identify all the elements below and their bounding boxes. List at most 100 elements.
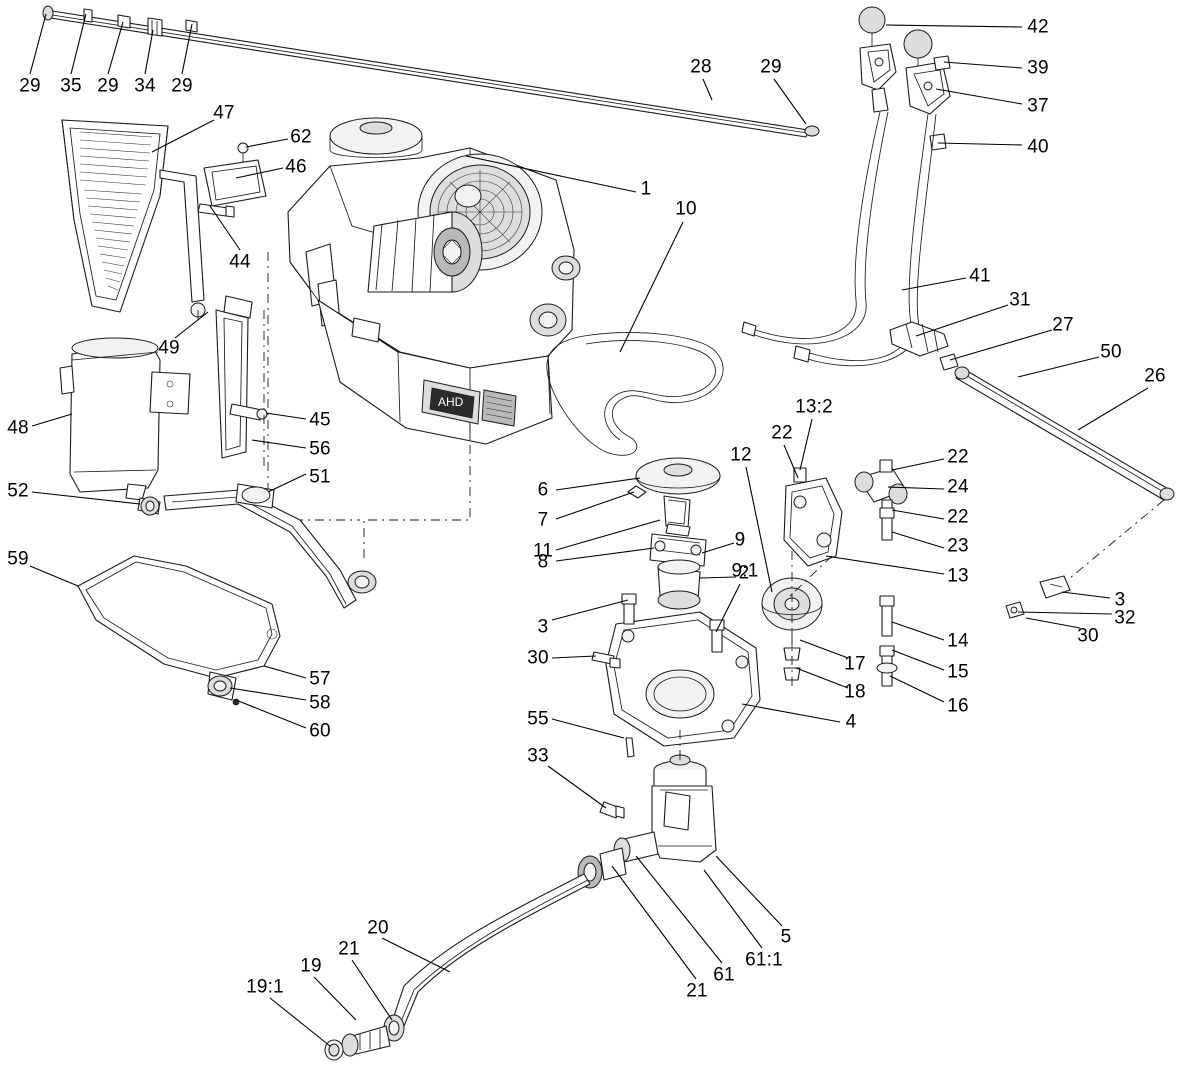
leader-line [551, 655, 597, 659]
leader-line [799, 418, 813, 471]
callout-number: 11 [532, 540, 554, 562]
callout-number: 32 [1114, 607, 1136, 629]
leader-line [465, 155, 637, 193]
leader-line [891, 458, 945, 471]
bracket-45-assembly [215, 295, 268, 470]
leader-line [267, 473, 307, 493]
callout-number: 51 [309, 466, 331, 488]
leader-line [551, 599, 629, 621]
leader-lines [29, 13, 1149, 1047]
leader-line [891, 531, 945, 549]
idler-pulley-12 [761, 530, 823, 690]
callout-number: 30 [527, 647, 549, 669]
callout-number: 33 [527, 745, 549, 767]
callout-number: 30 [1077, 625, 1099, 647]
callout-number: 7 [537, 509, 549, 531]
hydraulic-rod-assembly [889, 321, 1175, 619]
callout-number: 37 [1027, 95, 1049, 117]
leader-line [611, 865, 697, 980]
callout-number: 60 [309, 720, 331, 742]
callout-number: 29 [760, 56, 782, 78]
callout-number: 29 [97, 75, 119, 97]
leader-line [555, 519, 661, 551]
leader-line [235, 699, 307, 729]
leader-line [235, 167, 284, 179]
callout-number: 22 [947, 506, 969, 528]
leader-line [174, 311, 209, 339]
callout-number: 42 [1027, 16, 1049, 38]
leader-line [773, 78, 807, 125]
callout-number: 21 [338, 938, 360, 960]
callout-number: 5 [780, 926, 792, 948]
leader-line [949, 329, 1053, 361]
leader-line [943, 61, 1023, 69]
engine-guard-assembly [61, 119, 206, 320]
callout-number: 8 [537, 551, 549, 573]
leader-line [619, 221, 684, 353]
callout-number: 21 [686, 980, 708, 1002]
leader-line [825, 555, 945, 575]
callout-number: 40 [1027, 136, 1049, 158]
callout-number: 35 [60, 75, 82, 97]
svg-text:AHD: AHD [438, 395, 464, 409]
callout-number: 46 [285, 156, 307, 178]
hydraulic-hose-20 [324, 873, 591, 1061]
callout-number: 14 [947, 630, 969, 652]
leader-line [1017, 611, 1113, 615]
callout-number: 2 [738, 562, 750, 584]
bracket-13-assembly [783, 459, 908, 687]
leader-line [783, 444, 799, 479]
callout-number: 50 [1100, 341, 1122, 363]
leader-line [265, 412, 307, 420]
leader-line [151, 119, 215, 153]
leader-line [887, 486, 945, 490]
leader-line [547, 765, 607, 809]
leader-line [107, 21, 124, 75]
callout-number: 49 [158, 337, 180, 359]
leader-line [555, 547, 655, 562]
leader-line [702, 78, 713, 101]
callout-number: 55 [527, 708, 549, 730]
leader-line [229, 687, 307, 701]
muffler-assembly [59, 337, 377, 609]
callout-number: 20 [367, 917, 389, 939]
leader-line [889, 675, 945, 703]
callout-number: 26 [1144, 365, 1166, 387]
callout-number: 22 [947, 446, 969, 468]
idler-pulley-upper [627, 457, 721, 610]
callout-number: 27 [1052, 314, 1074, 336]
leader-line [915, 304, 1009, 337]
callout-number: 47 [213, 102, 235, 124]
leader-line [1017, 356, 1100, 378]
callout-number: 28 [690, 56, 712, 78]
engine-assembly: AHD [267, 117, 581, 560]
callout-number: 45 [309, 409, 331, 431]
callout-number: 24 [947, 476, 969, 498]
leader-line [31, 413, 73, 427]
leader-line [269, 997, 331, 1047]
leader-line [351, 959, 393, 1021]
callout-number: 19:1 [246, 976, 284, 998]
callout-number: 61:1 [745, 949, 783, 971]
callout-number: 56 [309, 438, 331, 460]
callout-number: 12 [730, 444, 752, 466]
callout-number: 3 [537, 616, 549, 638]
callout-number: 3 [1114, 589, 1126, 611]
leader-line [891, 509, 945, 520]
leader-line [144, 29, 154, 75]
frame-plate-59 [77, 555, 281, 706]
leader-line [1077, 387, 1149, 431]
callout-number: 18 [844, 681, 866, 703]
callout-number: 15 [947, 661, 969, 683]
control-rod-assembly [42, 5, 820, 138]
leader-line [935, 88, 1023, 105]
leader-line [937, 142, 1023, 146]
leader-line [885, 24, 1023, 28]
leader-line [901, 277, 967, 291]
callout-number: 29 [19, 75, 41, 97]
callout-number: 44 [229, 251, 251, 273]
callout-number: 10 [675, 198, 697, 220]
leader-line [795, 667, 849, 689]
callout-number: 62 [290, 126, 312, 148]
callout-number: 34 [134, 75, 156, 97]
